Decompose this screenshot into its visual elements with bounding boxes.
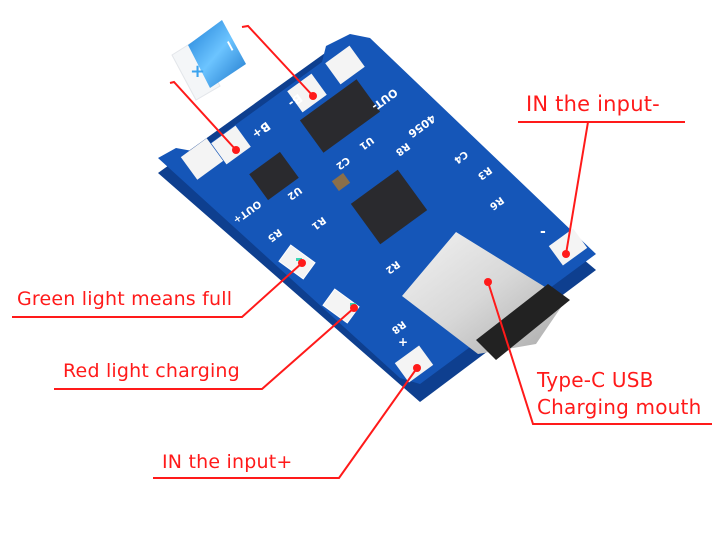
leader-lines: [12, 24, 712, 479]
usb-type-c-port: [402, 232, 570, 360]
pad-out-minus: [325, 45, 365, 85]
callout-input-minus: IN the input-: [526, 92, 660, 116]
pad-out-plus: [180, 138, 224, 180]
silk-b-minus: B-: [285, 91, 305, 111]
pad-b-minus: [287, 73, 327, 113]
leader-red-light: [54, 307, 355, 390]
silk-in-plus: +: [398, 335, 408, 349]
capacitor: [331, 173, 351, 191]
chip-4056: [350, 169, 428, 245]
callout-red-light: Red light charging: [63, 360, 240, 382]
leader-battery-minus: [241, 24, 314, 97]
chip-protection-u1: [299, 79, 381, 153]
leader-dots: [232, 92, 570, 372]
callout-type-c-line2: Charging mouth: [537, 395, 702, 419]
leader-battery-plus: [169, 80, 237, 151]
battery-icon: + −: [171, 20, 246, 101]
battery-plus-symbol: +: [190, 61, 205, 82]
callout-type-c-line1: Type-C USB: [537, 368, 654, 392]
led-red: [322, 288, 360, 324]
pcb-board: B+ B- OUT- 4056 OUT+ U2 U1 R8 C4 R3 C2 R…: [158, 34, 596, 402]
pad-in-plus: [394, 345, 434, 383]
leader-green-light: [12, 262, 303, 318]
led-green: [278, 244, 316, 280]
callout-input-plus: IN the input+: [162, 451, 293, 473]
leader-type-c: [487, 281, 712, 425]
callout-green-light: Green light means full: [17, 288, 233, 310]
silk-in-minus: -: [540, 224, 546, 240]
leader-input-plus: [153, 367, 418, 479]
chip-u2: [249, 151, 299, 201]
